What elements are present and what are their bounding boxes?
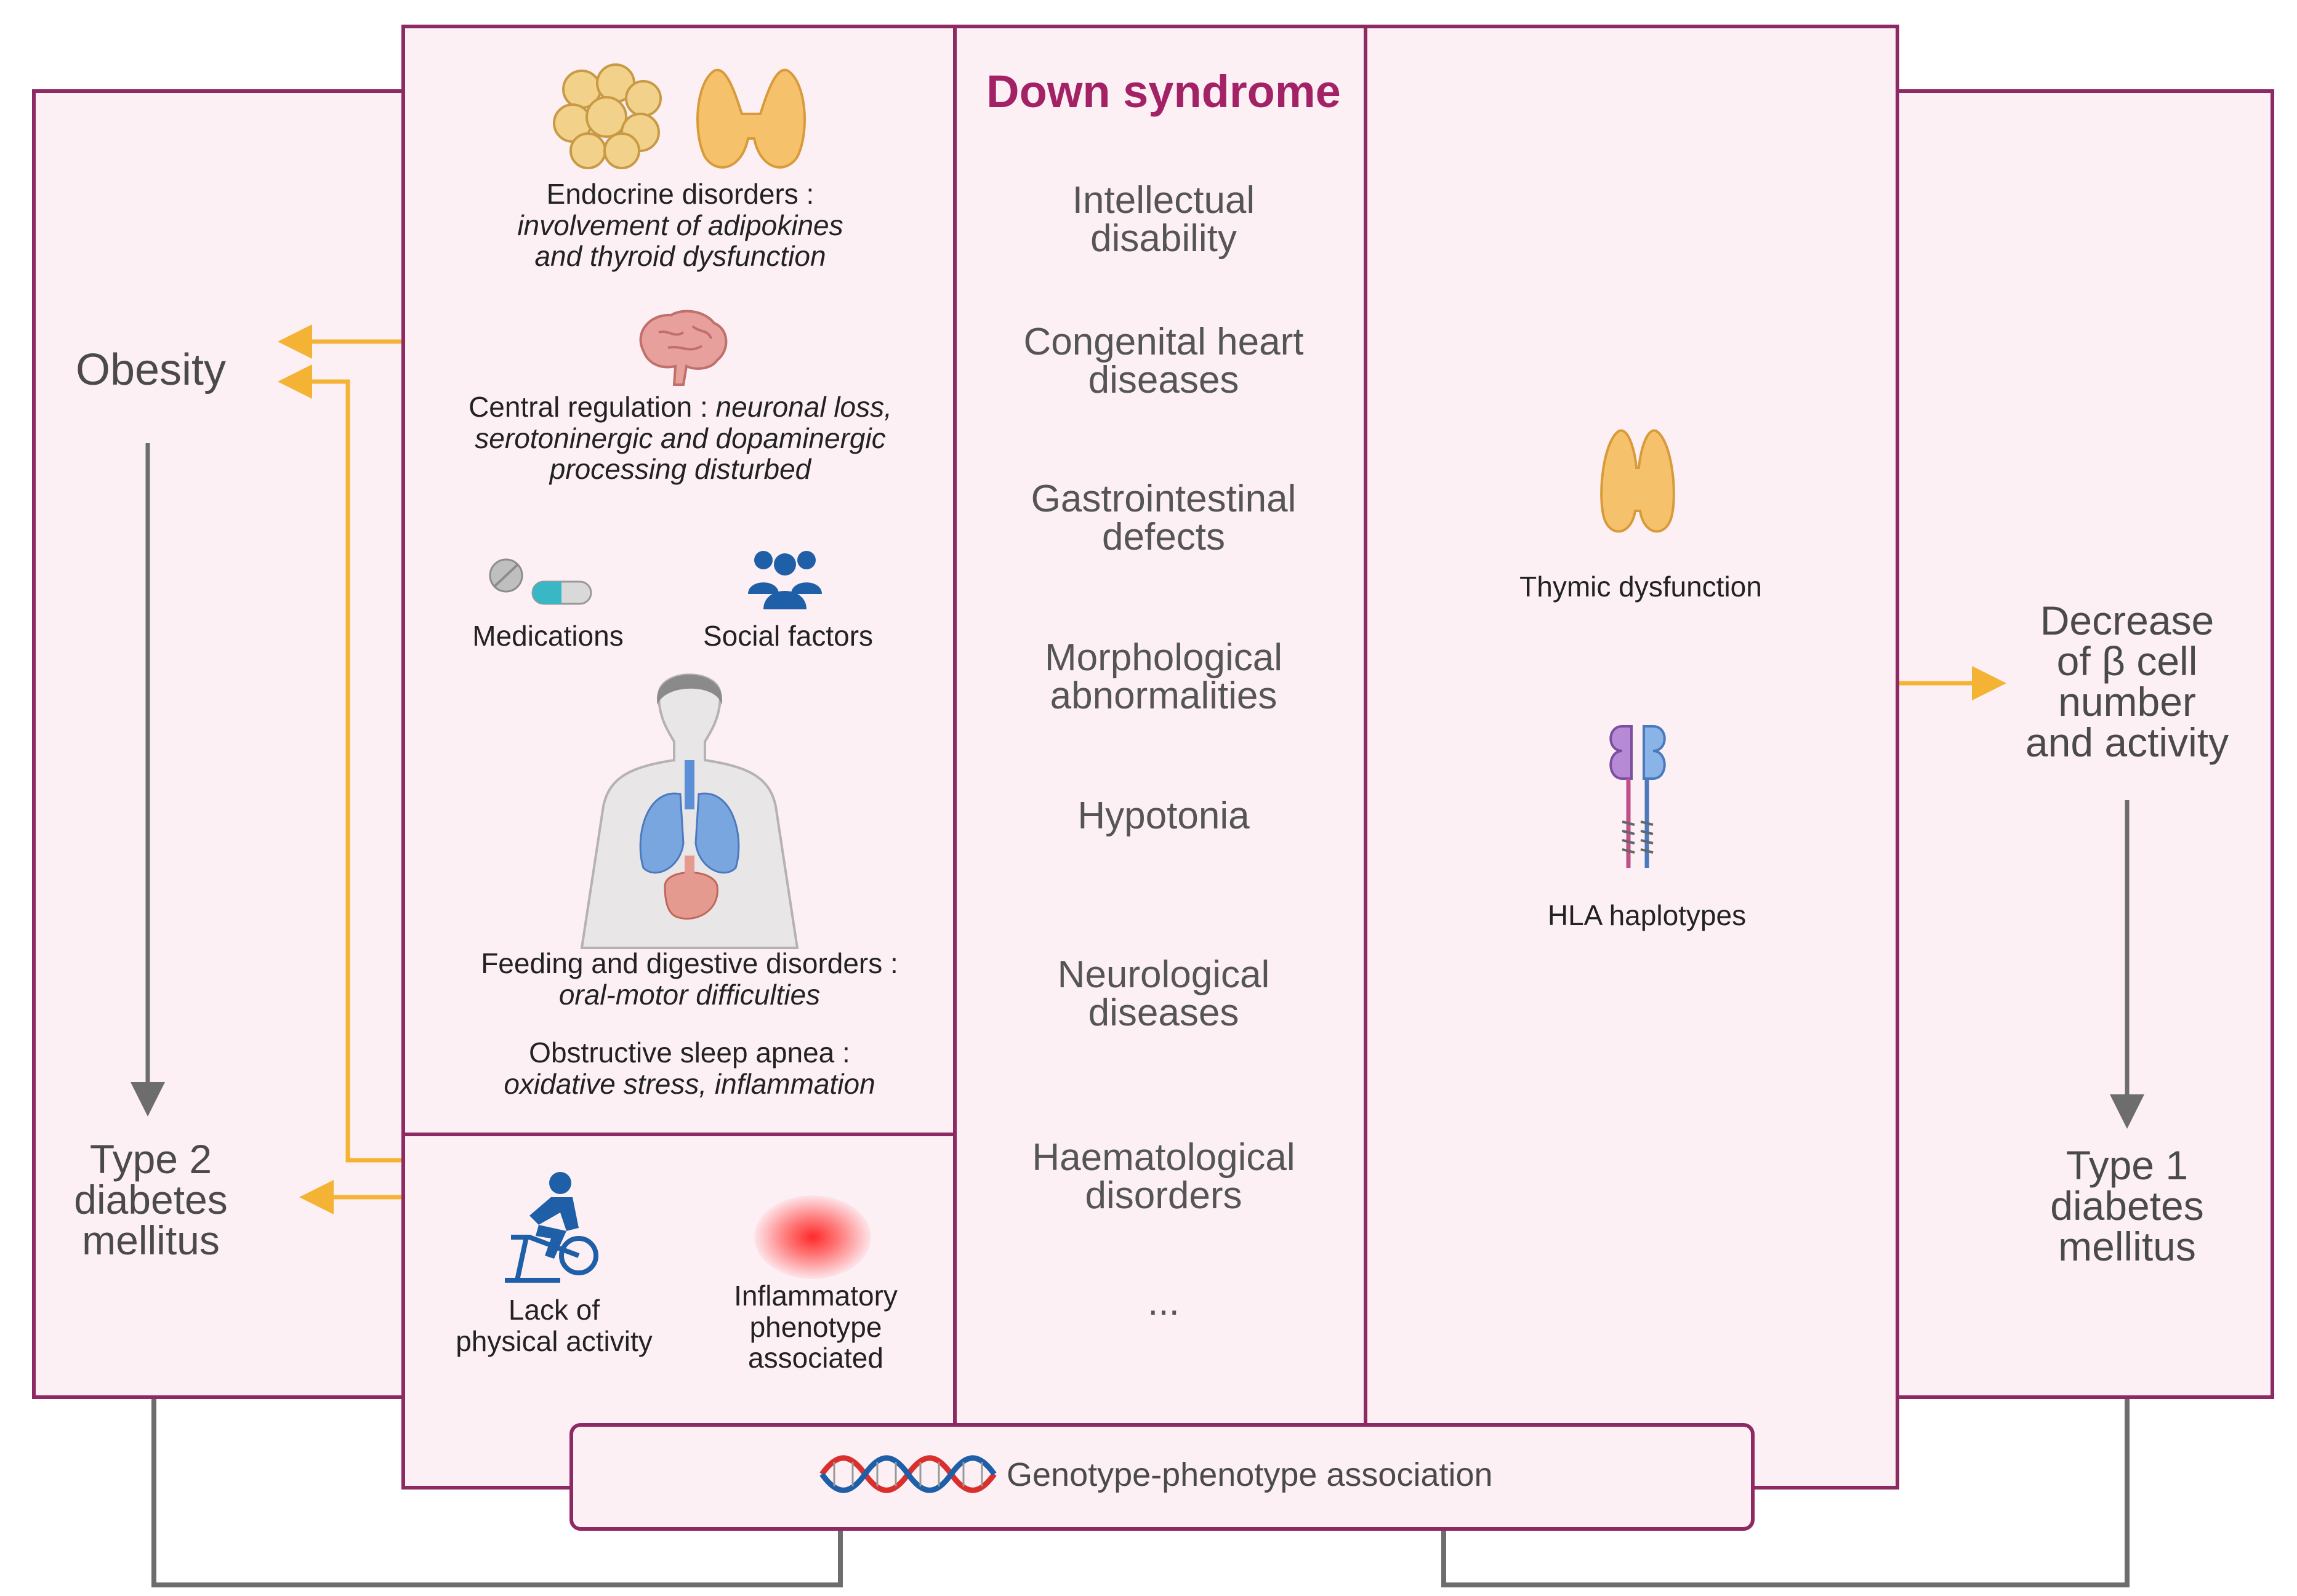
t2d-label: Type 2 diabetes mellitus xyxy=(74,1136,228,1263)
right-outcome-panel xyxy=(1884,89,2274,1399)
human-body-organs-icon xyxy=(580,673,799,949)
genotype-label: Genotype-phenotype association xyxy=(1007,1456,1493,1493)
people-group-icon xyxy=(748,551,822,609)
phenotype-ellipsis: ... xyxy=(1148,1281,1180,1323)
inflammation-glow-icon xyxy=(754,1195,871,1279)
lifestyle-to-obesity-arrow xyxy=(278,364,401,1163)
adipocyte-cluster-icon xyxy=(553,63,662,169)
beta-cell-label: Decrease of β cell number and activity xyxy=(2025,598,2229,765)
divider-left xyxy=(953,25,957,1428)
diagram-title: Down syndrome xyxy=(986,66,1341,117)
medications-label: Medications xyxy=(472,620,624,652)
thymic-dysfunction-label: Thymic dysfunction xyxy=(1519,571,1762,603)
central-regulation-text: Central regulation : neuronal loss, sero… xyxy=(469,391,892,486)
sleep-apnea-text: Obstructive sleep apnea : oxidative stre… xyxy=(504,1037,875,1100)
hla-haplotypes-label: HLA haplotypes xyxy=(1547,899,1747,931)
genotype-to-t1d-connector xyxy=(1441,1280,2147,1587)
thymus-icon xyxy=(1600,429,1675,533)
inflammatory-phenotype-label: Inflammatory phenotype associated xyxy=(734,1280,898,1374)
social-factors-label: Social factors xyxy=(702,620,874,652)
divider-right xyxy=(1364,25,1367,1428)
obesity-label: Obesity xyxy=(75,345,227,395)
feeding-text: Feeding and digestive disorders : oral-m… xyxy=(481,947,898,1011)
physical-activity-label: Lack of physical activity xyxy=(456,1294,653,1357)
left-outcome-panel xyxy=(32,89,414,1399)
dna-helix-icon xyxy=(819,1455,997,1493)
divider-horizontal xyxy=(401,1133,957,1136)
pills-icon xyxy=(489,558,592,605)
phenotype-hypotonia: Hypotonia xyxy=(1077,795,1250,837)
exercise-bike-icon xyxy=(505,1172,598,1283)
hla-molecule-icon xyxy=(1609,725,1666,868)
thyroid-icon xyxy=(696,68,806,169)
genotype-panel xyxy=(569,1423,1755,1531)
brain-icon xyxy=(639,310,728,386)
t1d-label: Type 1 diabetes mellitus xyxy=(2050,1142,2204,1269)
endocrine-text: Endocrine disorders : involvement of adi… xyxy=(517,178,843,273)
genotype-to-t2d-connector xyxy=(134,1280,843,1587)
